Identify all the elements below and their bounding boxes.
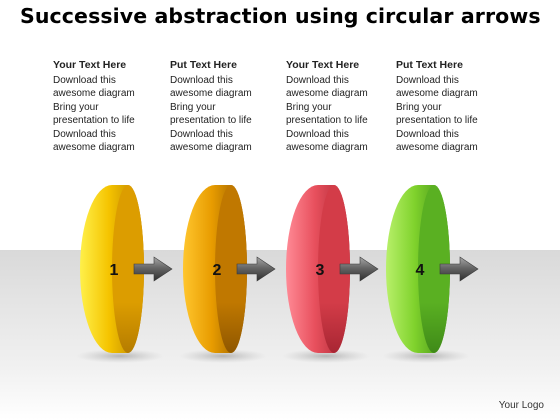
- disc-number-4: 4: [416, 262, 425, 279]
- disc-shadow: [179, 349, 267, 363]
- slide-title: Successive abstraction using circular ar…: [20, 4, 541, 28]
- text-column-3: Your Text Here Download this awesome dia…: [286, 58, 396, 154]
- column-heading: Your Text Here: [53, 59, 127, 71]
- disc-shadow: [382, 349, 470, 363]
- column-line: presentation to life: [286, 115, 368, 127]
- column-line: Download this: [286, 75, 349, 86]
- disc-number-2: 2: [213, 262, 222, 279]
- column-heading: Put Text Here: [396, 59, 463, 71]
- column-line: Download this: [53, 128, 116, 140]
- disc-face: [215, 185, 247, 353]
- column-line: Download this: [396, 75, 459, 86]
- column-heading: Your Text Here: [286, 59, 360, 71]
- column-line: awesome diagram: [53, 88, 135, 100]
- logo-text: Your Logo: [498, 400, 544, 411]
- column-line: Download this: [396, 128, 459, 140]
- column-line: awesome diagram: [53, 142, 135, 154]
- disc-3: [286, 185, 350, 353]
- disc-2: [183, 185, 247, 353]
- column-line: awesome diagram: [170, 88, 252, 100]
- column-line: awesome diagram: [170, 142, 252, 154]
- arrow-4: [439, 256, 479, 282]
- column-line: Bring your: [286, 101, 332, 113]
- column-line: presentation to life: [53, 115, 135, 127]
- disc-face: [112, 185, 144, 353]
- column-line: Download this: [286, 128, 349, 140]
- column-line: awesome diagram: [286, 88, 368, 100]
- disc-face: [318, 185, 350, 353]
- disc-number-1: 1: [110, 262, 119, 279]
- text-column-1: Your Text Here Download this awesome dia…: [53, 58, 163, 154]
- column-line: Download this: [170, 128, 233, 140]
- disc-shadow: [76, 349, 164, 363]
- disc-shadow: [282, 349, 370, 363]
- column-line: Bring your: [396, 101, 442, 113]
- column-line: Bring your: [53, 101, 99, 113]
- text-column-4: Put Text Here Download this awesome diag…: [396, 58, 506, 154]
- arrow-1: [133, 256, 173, 282]
- disc-4: [386, 185, 450, 353]
- arrow-3: [339, 256, 379, 282]
- column-line: Download this: [53, 75, 116, 86]
- column-line: presentation to life: [170, 115, 252, 127]
- column-line: awesome diagram: [396, 142, 478, 154]
- column-line: Download this: [170, 75, 233, 86]
- column-line: awesome diagram: [396, 88, 478, 100]
- disc-1: [80, 185, 144, 353]
- column-line: Bring your: [170, 101, 216, 113]
- arrow-2: [236, 256, 276, 282]
- column-line: awesome diagram: [286, 142, 368, 154]
- disc-number-3: 3: [316, 262, 325, 279]
- column-heading: Put Text Here: [170, 59, 237, 71]
- disc-face: [418, 185, 450, 353]
- text-column-2: Put Text Here Download this awesome diag…: [170, 58, 280, 154]
- column-line: presentation to life: [396, 115, 478, 127]
